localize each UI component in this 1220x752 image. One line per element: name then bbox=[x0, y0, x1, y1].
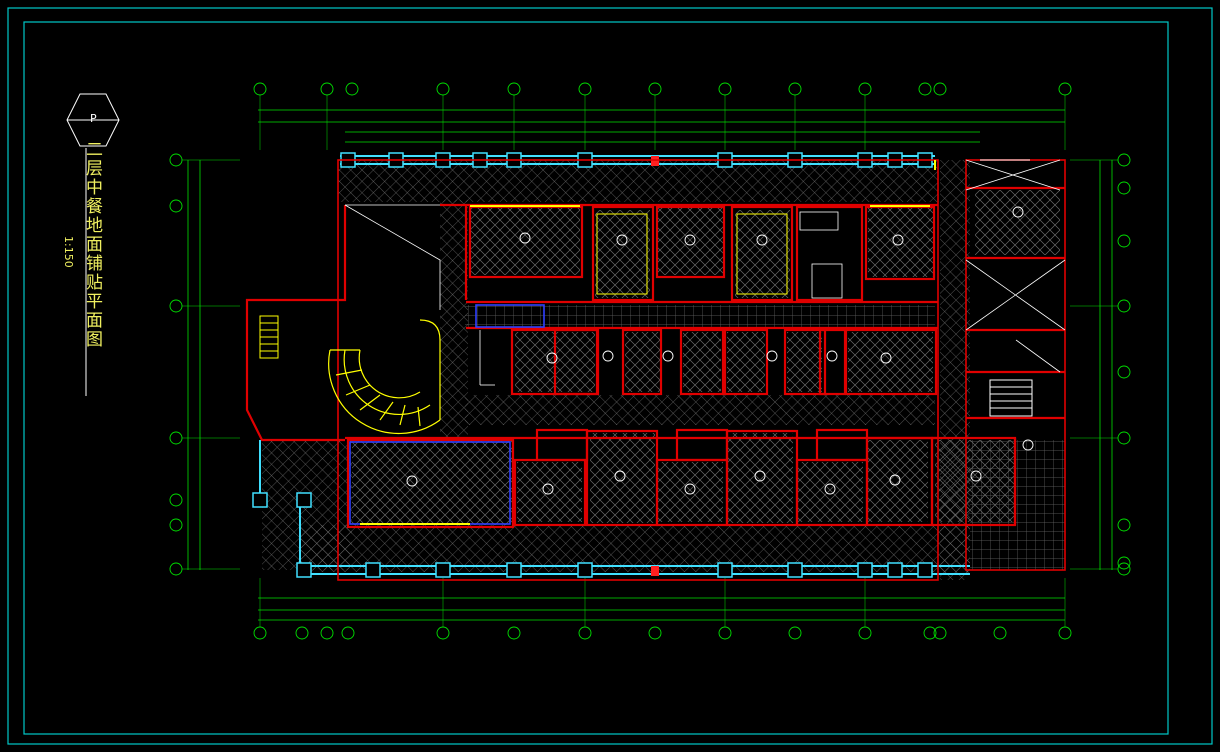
columns bbox=[252, 152, 933, 578]
axis-lines bbox=[182, 95, 1118, 627]
top-dimension-lines bbox=[187, 109, 1113, 621]
interior-lines bbox=[344, 159, 1066, 386]
index-letter: P bbox=[90, 112, 97, 125]
spiral-stair bbox=[328, 319, 441, 435]
red-column-marks bbox=[651, 156, 659, 576]
straight-stair bbox=[259, 159, 1033, 417]
drawing-title: 二层中餐地面铺贴平面图 bbox=[82, 140, 102, 349]
walls bbox=[245, 159, 1066, 581]
outer-frame bbox=[7, 7, 1213, 745]
floor-tiling bbox=[262, 160, 1065, 580]
inner-frame bbox=[23, 21, 1169, 735]
drawing-scale: 1:150 bbox=[62, 236, 75, 268]
room-tags bbox=[406, 206, 1034, 495]
yellow-partitions bbox=[360, 160, 936, 525]
